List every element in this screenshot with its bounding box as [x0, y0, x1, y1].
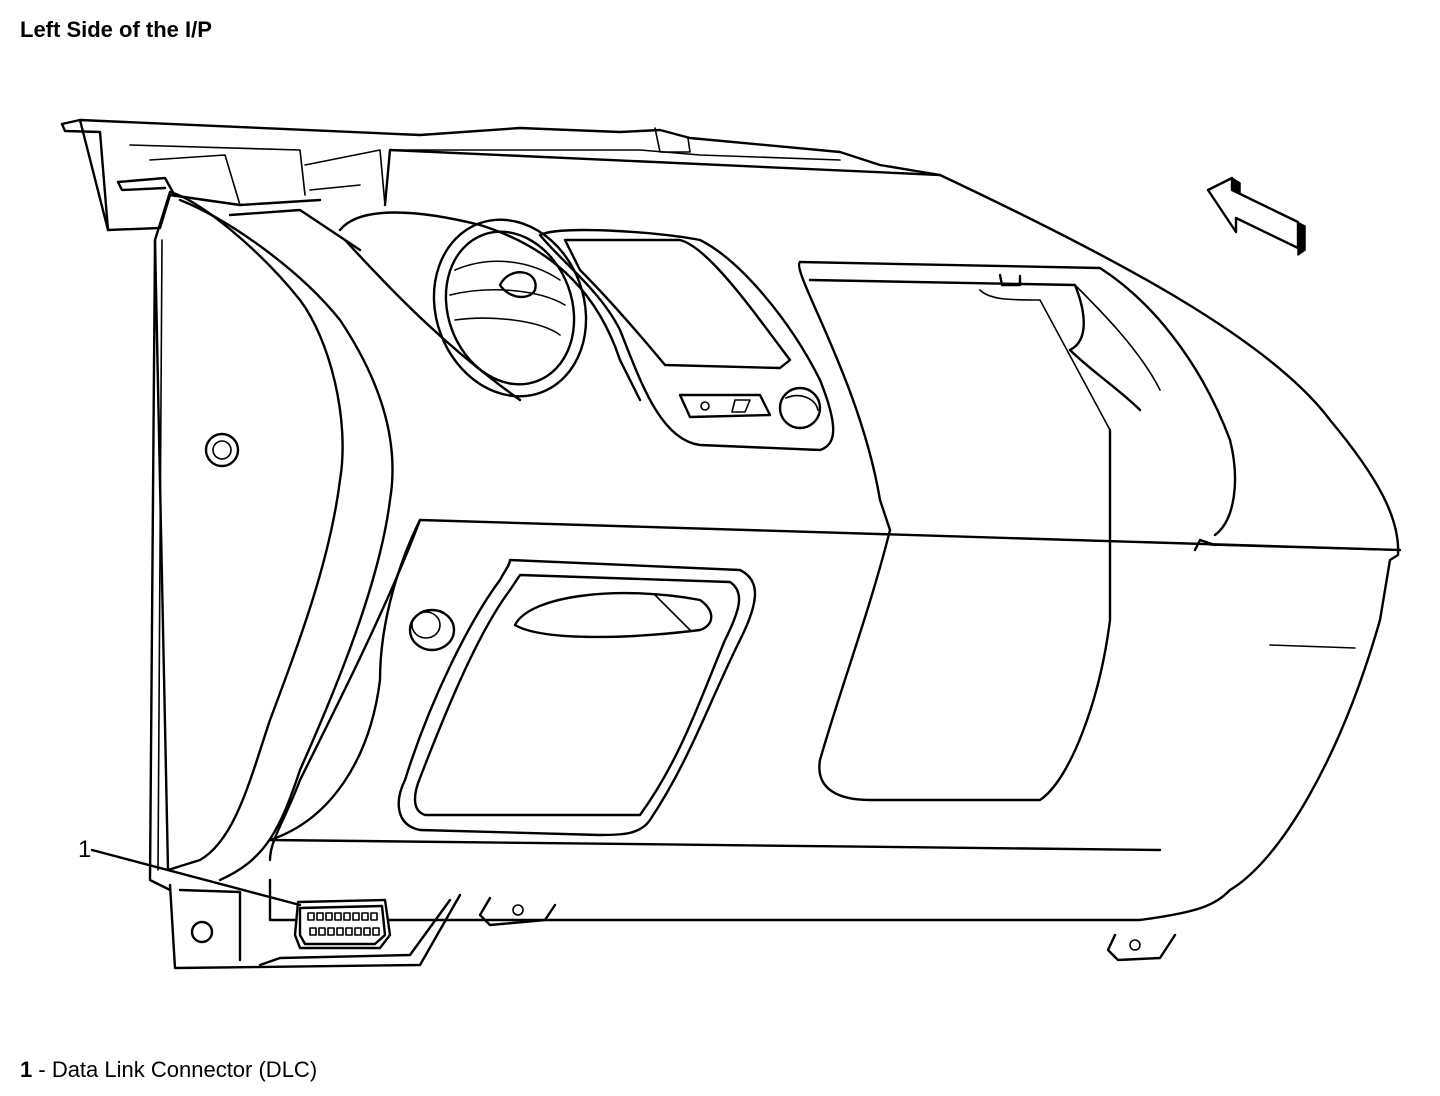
- upper-frame: [60, 118, 942, 232]
- lower-mounting-brackets: [168, 883, 1177, 970]
- left-end-panel: [148, 190, 394, 892]
- legend-number: 1: [20, 1057, 33, 1082]
- air-vent: [338, 211, 642, 402]
- diagram-title: Left Side of the I/P: [20, 17, 212, 42]
- callout-number: 1: [78, 836, 91, 863]
- dlc-pins-upper: [307, 912, 378, 921]
- center-storage-opening: [797, 260, 1237, 802]
- dlc-pins-lower: [309, 927, 380, 936]
- legend-separator: -: [32, 1057, 52, 1082]
- data-link-connector: [293, 898, 392, 950]
- forward-arrow-icon: [1206, 176, 1306, 256]
- lower-trim-panel: [268, 518, 1402, 862]
- dash-body: [228, 148, 1400, 922]
- upper-switch-pod: [538, 228, 835, 452]
- callout-leader-line: [90, 848, 302, 907]
- legend-label: Data Link Connector (DLC): [51, 1057, 318, 1082]
- legend: 1 - Data Link Connector (DLC): [20, 1057, 317, 1083]
